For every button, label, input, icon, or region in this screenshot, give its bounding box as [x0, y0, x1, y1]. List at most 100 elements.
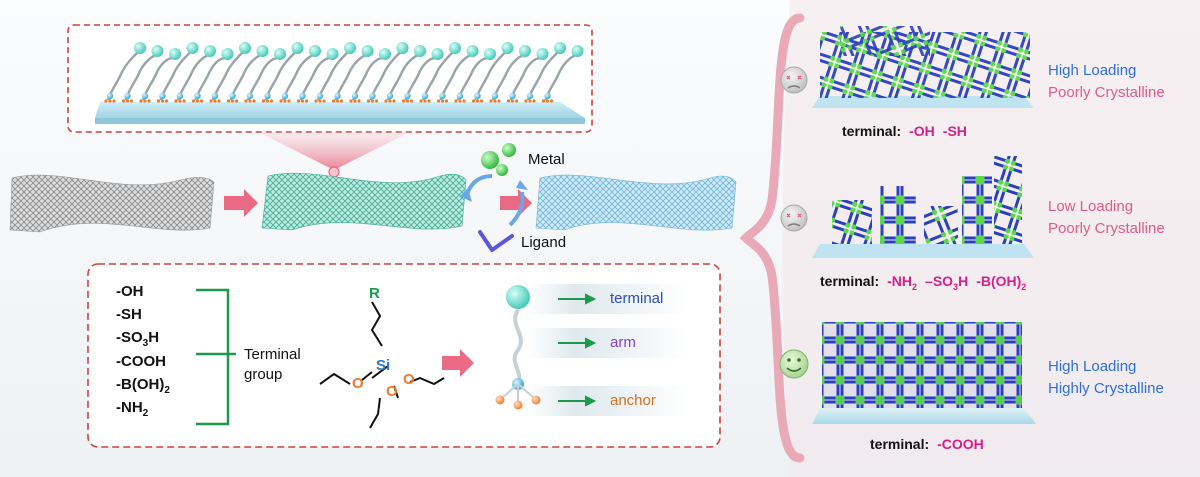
terminal-caption: terminal:-NH2–SO3H-B(OH)2	[820, 273, 1026, 292]
loading-label: Low Loading	[1048, 198, 1134, 215]
silane-chain	[401, 48, 444, 103]
metal-icon	[481, 151, 499, 169]
silane-molecule	[319, 301, 445, 429]
terminal-group-item: -NH2	[116, 396, 170, 419]
silane-chain	[331, 45, 374, 103]
formula-subscript: 2	[164, 384, 170, 396]
result-panel-2	[812, 156, 1034, 258]
silane-chain	[489, 45, 531, 103]
formula-text: –SO	[925, 273, 954, 289]
loading-label: High Loading	[1048, 358, 1137, 375]
silane-chain	[436, 45, 479, 103]
silane-chain	[226, 45, 269, 103]
silicon-label: Si	[376, 357, 390, 374]
silane-chain	[366, 42, 409, 103]
silane-chain	[104, 42, 146, 103]
result-panel-3	[812, 322, 1036, 424]
formula-text: -NH	[116, 398, 143, 416]
sad-face-icon	[780, 204, 808, 232]
mof-coated-substrate	[535, 174, 737, 231]
terminal-formula: -COOH	[937, 436, 984, 452]
formula-subscript: 2	[1021, 281, 1027, 292]
oxygen-label-1: O	[352, 375, 364, 392]
crystallinity-label: Poorly Crystalline	[1048, 84, 1165, 101]
terminal-group-item: -COOH	[116, 350, 170, 373]
terminal-formula: -OH	[909, 123, 935, 139]
part-anchor-label: anchor	[610, 392, 656, 409]
silane-chain	[191, 48, 234, 103]
loading-label: High Loading	[1048, 62, 1137, 79]
terminal-group-item: -SH	[116, 303, 170, 326]
molecule-arrow	[442, 349, 474, 377]
terminal-group-item: -SO3H	[116, 326, 170, 349]
silane-chain	[174, 45, 216, 103]
terminal-formula: -NH2	[887, 273, 918, 292]
terminal-group-item: -B(OH)2	[116, 373, 170, 396]
r-group-label: R	[369, 285, 380, 302]
silane-chain	[349, 48, 391, 103]
formula-text: -OH	[116, 283, 144, 300]
silane-chain	[261, 42, 304, 103]
oxygen-label-3: O	[403, 371, 415, 388]
curly-brace	[739, 13, 805, 463]
formula-tail: H	[958, 273, 969, 289]
terminal-caption-label: terminal:	[870, 436, 930, 452]
part-terminal-label: terminal	[610, 290, 664, 307]
ligand-label: Ligand	[521, 234, 567, 251]
result-panel-1	[812, 26, 1034, 108]
terminal-group-list: -OH-SH-SO3H-COOH-B(OH)2-NH2	[116, 280, 170, 419]
silane-chain	[121, 45, 164, 103]
silane-chain	[471, 42, 514, 103]
formula-text: -B(OH)	[976, 273, 1022, 289]
formula-text: -SO	[116, 329, 143, 347]
functionalized-substrate	[261, 172, 467, 231]
silane-chain	[419, 42, 461, 103]
formula-tail: H	[148, 329, 160, 347]
formula-subscript: 3	[142, 338, 149, 350]
silane-chain	[454, 48, 496, 103]
oxygen-label-2: O	[386, 383, 398, 400]
silane-chain	[506, 48, 549, 103]
ligand-icon	[478, 230, 514, 252]
silane-chain	[244, 48, 286, 103]
terminal-group-caption: Terminal group	[244, 345, 301, 385]
silane-chain	[384, 45, 426, 103]
formula-text: -COOH	[116, 352, 166, 370]
terminal-group-caption-line1: Terminal	[244, 346, 301, 363]
formula-subscript: 2	[142, 407, 149, 419]
silane-chain	[314, 42, 356, 103]
zoom-point	[328, 166, 340, 178]
formula-text: -SH	[942, 123, 967, 139]
silane-chain	[209, 42, 251, 103]
silane-chain	[156, 42, 199, 103]
part-arm-label: arm	[610, 334, 636, 351]
formula-text: -B(OH)	[116, 375, 165, 393]
formula-subscript: 3	[953, 281, 959, 292]
silane-chain	[279, 45, 321, 103]
terminal-group-item: -OH	[116, 280, 170, 303]
formula-text: -COOH	[937, 436, 984, 452]
silane-chain	[524, 42, 566, 103]
terminal-caption-label: terminal:	[842, 123, 902, 139]
terminal-caption-label: terminal:	[820, 273, 880, 289]
crystallinity-label: Highly Crystalline	[1048, 380, 1164, 397]
formula-subscript: 2	[912, 281, 918, 292]
process-arrow-2	[500, 189, 532, 217]
sad-face-icon	[780, 66, 808, 94]
bare-substrate	[9, 174, 215, 233]
terminal-formula: –SO3H	[925, 273, 969, 292]
silane-chain	[296, 48, 339, 103]
terminal-formula: -SH	[943, 123, 967, 139]
formula-text: -SH	[116, 306, 142, 324]
part-schematic	[495, 284, 688, 416]
zoom-beam	[258, 132, 410, 170]
terminal-bracket	[196, 288, 236, 426]
process-arrow-1	[224, 189, 258, 217]
formula-text: -OH	[909, 123, 935, 139]
terminal-caption: terminal: -OH -SH	[842, 123, 967, 139]
formula-text: -NH	[887, 273, 913, 289]
silane-chain	[541, 45, 584, 103]
